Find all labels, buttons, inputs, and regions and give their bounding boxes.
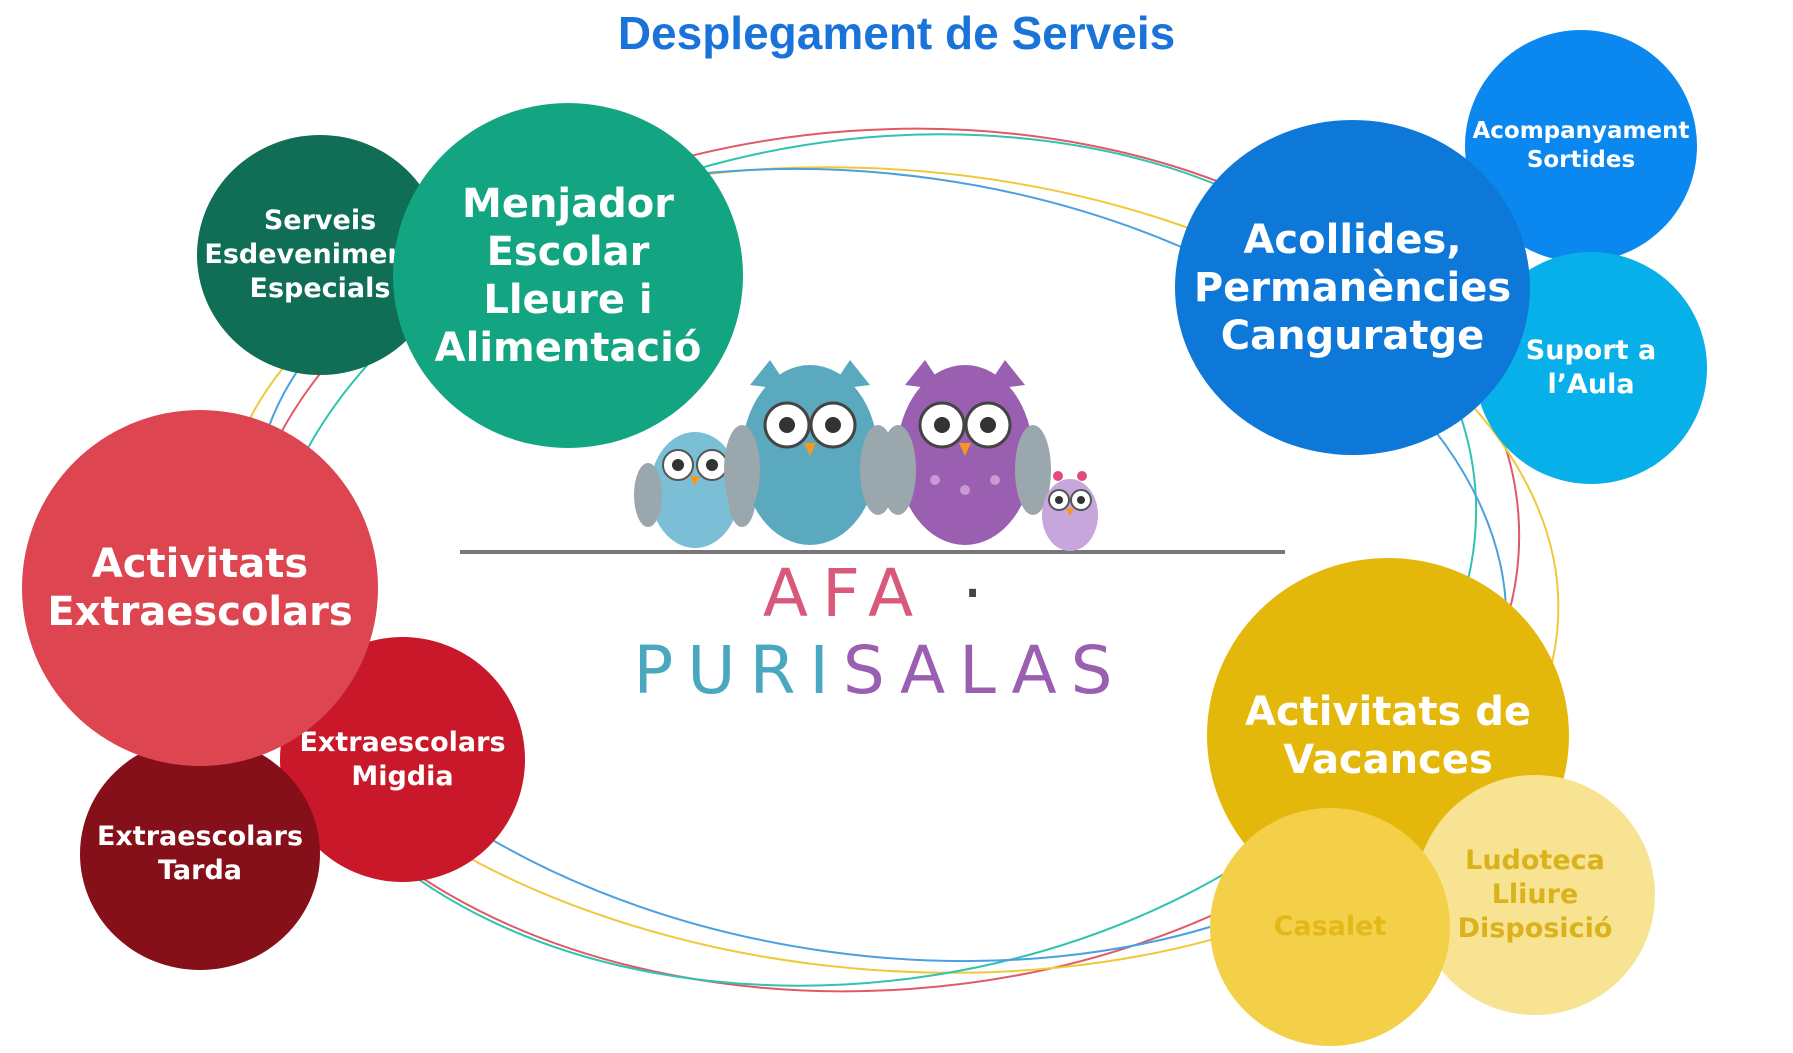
extraescolars-tarda-bubble: Extraescolars Tarda (80, 738, 320, 970)
owl-family-icon (460, 360, 1285, 554)
diagram-title: Desplegament de Serveis (617, 7, 1176, 59)
big-purple-owl-icon (880, 360, 1051, 545)
casalet-bubble: Casalet (1210, 808, 1450, 1046)
activitats-extraescolars-bubble: Activitats Extraescolars (22, 410, 378, 766)
logo-separator: · (962, 555, 998, 632)
logo-puri-text: PURI (633, 632, 843, 709)
small-lilac-owl-icon (1042, 471, 1098, 551)
acollides-permanencies-bubble: Acollides, Permanències Canguratge (1175, 120, 1530, 455)
extraescolars-migdia-bubble: Extraescolars Migdia (280, 637, 525, 882)
logo-salas-text: SALAS (842, 632, 1127, 709)
logo-afa-text: AFA (762, 555, 928, 632)
ludoteca-lliure-bubble: Ludoteca Lliure Disposició (1415, 775, 1655, 1015)
acompanyament-sortides-bubble: Acompanyament Sortides (1465, 30, 1697, 262)
afa-purisalas-logo: AFA · PURISALAS (500, 555, 1260, 709)
menjador-escolar-bubble: Menjador Escolar Lleure i Alimentació (393, 103, 743, 448)
big-teal-owl-icon (724, 360, 896, 545)
